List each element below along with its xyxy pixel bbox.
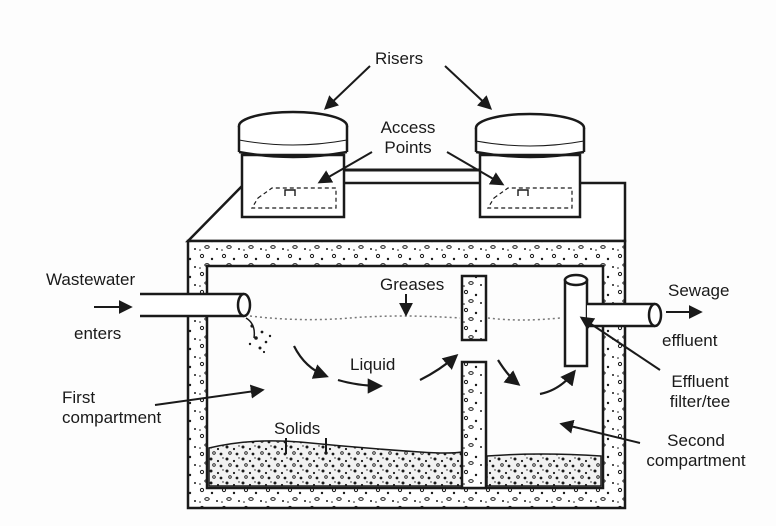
solids-layer <box>208 440 602 487</box>
label-access-line1: Access <box>380 118 436 137</box>
label-solids: Solids <box>274 419 321 438</box>
label-liquid: Liquid <box>350 355 396 374</box>
flow-arrows <box>293 345 576 396</box>
label-first-compartment: First compartment <box>62 388 161 428</box>
pointer-arrows <box>94 65 703 454</box>
label-risers: Risers <box>375 49 424 68</box>
riser-left <box>237 110 349 219</box>
baffle-upper <box>460 274 488 342</box>
grease-layer <box>249 315 561 321</box>
inlet-pipe <box>140 292 252 318</box>
label-effluent: effluent <box>662 331 718 350</box>
label-second-line1: Second <box>667 431 725 450</box>
inlet-splash <box>245 317 272 354</box>
label-second-compartment: Second compartment <box>636 431 756 471</box>
label-first-line1: First <box>62 388 96 407</box>
label-greases: Greases <box>380 275 445 294</box>
riser-right <box>474 112 586 219</box>
label-enters: enters <box>74 324 122 343</box>
label-wastewater: Wastewater <box>46 270 136 289</box>
outlet-tee <box>563 273 663 368</box>
label-effluent-filter-line1: Effluent <box>671 372 729 391</box>
label-sewage: Sewage <box>668 281 730 300</box>
label-first-line2: compartment <box>62 408 162 427</box>
label-effluent-filter: Effluent filter/tee <box>660 372 740 412</box>
baffle-lower <box>460 360 488 490</box>
label-second-line2: compartment <box>646 451 746 470</box>
label-effluent-filter-line2: filter/tee <box>669 392 731 411</box>
label-access-line2: Points <box>384 138 432 157</box>
tank-walls <box>186 239 627 510</box>
label-access-points: Access Points <box>372 118 444 158</box>
